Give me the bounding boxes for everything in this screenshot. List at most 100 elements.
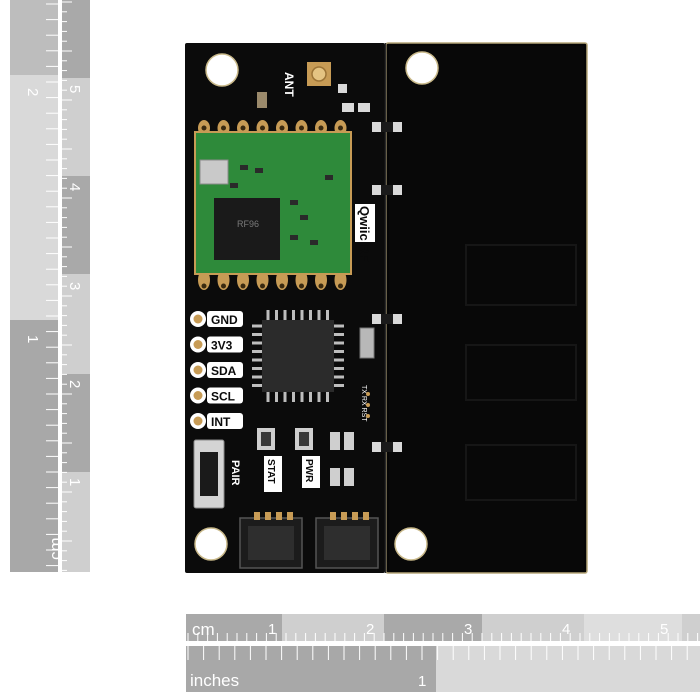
rf96-module: RF96 bbox=[194, 120, 352, 290]
stat-label-box bbox=[264, 456, 282, 492]
qwiic-badge bbox=[355, 204, 375, 242]
mcu-pin bbox=[334, 384, 344, 387]
vertical-ruler-ticks bbox=[46, 1, 72, 571]
pin-scl: SCL bbox=[190, 387, 243, 404]
mcu-pin bbox=[252, 358, 262, 362]
vertical-cm-number: 3 bbox=[66, 282, 83, 290]
mounting-hole bbox=[394, 527, 428, 561]
module-pad-hole bbox=[299, 125, 304, 131]
mcu-pin bbox=[252, 384, 262, 387]
horizontal-cm-number: 5 bbox=[660, 621, 668, 638]
vertical-cm-segment bbox=[62, 176, 90, 274]
mcu-pin bbox=[334, 358, 344, 362]
mcu-pin bbox=[317, 392, 321, 402]
module-pad-hole bbox=[260, 125, 265, 131]
mcu-chip-body bbox=[262, 320, 334, 392]
mcu-pin bbox=[317, 310, 321, 320]
mcu-pin bbox=[334, 367, 344, 370]
pin-label-box bbox=[207, 311, 243, 327]
mcu-pin bbox=[300, 310, 304, 320]
module-pad-hole bbox=[318, 125, 324, 131]
rf96-chip-label: RF96 bbox=[237, 219, 259, 229]
mcu-pin bbox=[252, 375, 262, 379]
mcu-pin bbox=[309, 392, 312, 402]
pin-3v3: 3V3 bbox=[190, 336, 243, 353]
pin-label-box bbox=[207, 387, 243, 404]
mcu-pin bbox=[334, 341, 344, 345]
mcu-pin bbox=[252, 341, 262, 345]
pin-pad-hole bbox=[193, 416, 203, 426]
horizontal-cm-label: cm bbox=[192, 620, 215, 639]
mcu-pin bbox=[252, 350, 262, 353]
module-small-components bbox=[230, 165, 333, 245]
pwr-label-box bbox=[302, 456, 320, 488]
vertical-cm-number: 4 bbox=[66, 183, 83, 191]
pin-pad-hole bbox=[193, 391, 203, 400]
mcu-pin bbox=[252, 324, 262, 328]
pin-label: SDA bbox=[211, 364, 237, 378]
module-pad-hole bbox=[338, 283, 343, 289]
test-pad bbox=[366, 403, 370, 407]
mcu-pin bbox=[252, 333, 262, 336]
pair-label: PAIR bbox=[229, 460, 241, 486]
module-pad-hole bbox=[201, 125, 207, 131]
antenna-traces bbox=[465, 244, 577, 501]
vertical-cm-number: 2 bbox=[66, 380, 83, 388]
mcu-pin bbox=[266, 392, 270, 402]
vertical-cm-number: 5 bbox=[66, 85, 83, 93]
module-pad-hole bbox=[318, 283, 324, 289]
pin-label-box bbox=[207, 413, 243, 429]
pwr-led-body bbox=[299, 432, 309, 446]
vertical-inch-segment-2 bbox=[10, 0, 58, 75]
ufl-connector-center bbox=[311, 66, 327, 82]
mcu-pin bbox=[252, 367, 262, 370]
antenna-copper-area bbox=[389, 46, 584, 570]
mcu-pin bbox=[275, 392, 278, 402]
mcu-pin bbox=[300, 392, 304, 402]
mcu-pin bbox=[275, 310, 278, 320]
mcu-pin bbox=[326, 392, 329, 402]
vertical-cm-number: 1 bbox=[66, 478, 83, 486]
mcu-pin bbox=[334, 324, 344, 328]
pwr-label: PWR bbox=[303, 459, 314, 483]
stat-led-body bbox=[261, 432, 271, 446]
module-pad-hole bbox=[299, 283, 304, 289]
mounting-hole bbox=[205, 53, 239, 87]
vertical-inch-number: 2 bbox=[24, 88, 41, 96]
stat-label: STAT bbox=[265, 459, 276, 484]
pin-label: SCL bbox=[211, 390, 235, 404]
module-pad-hole bbox=[201, 283, 207, 289]
horizontal-inches-label: inches bbox=[190, 671, 239, 690]
smd-component bbox=[338, 84, 347, 93]
rf96-chip bbox=[214, 198, 280, 260]
divider-components bbox=[372, 122, 402, 452]
pin-gnd: GND bbox=[190, 311, 243, 327]
mcu-pin bbox=[326, 310, 329, 320]
txrx-label: TX RX RST bbox=[360, 385, 367, 422]
pin-pad-hole bbox=[193, 365, 203, 375]
horizontal-inch-number: 1 bbox=[418, 673, 426, 690]
mcu-pin bbox=[283, 310, 287, 320]
vertical-inch-segment-1 bbox=[10, 320, 58, 572]
pin-label-box bbox=[207, 336, 243, 353]
module-pad-hole bbox=[260, 283, 265, 289]
mcu-pin bbox=[266, 310, 270, 320]
resistors bbox=[330, 432, 354, 486]
module-pad-hole bbox=[279, 125, 285, 131]
module-pad-hole bbox=[279, 283, 285, 289]
crystal bbox=[359, 327, 375, 359]
crystal-oscillator bbox=[199, 159, 229, 185]
qwiic-connector-left bbox=[239, 512, 303, 569]
qwiic-connector-right bbox=[315, 512, 379, 569]
mcu-pin bbox=[292, 392, 295, 402]
module-pad-hole bbox=[338, 125, 343, 131]
pin-pad-hole bbox=[193, 340, 203, 349]
vertical-inch-number: 1 bbox=[24, 335, 41, 343]
mcu-pins bbox=[252, 310, 344, 402]
pin-label: GND bbox=[211, 313, 238, 327]
pin-label: INT bbox=[211, 415, 231, 429]
vertical-cm-label: cm bbox=[46, 537, 65, 560]
pin-sda: SDA bbox=[190, 362, 243, 378]
module-pad-hole bbox=[221, 283, 226, 289]
